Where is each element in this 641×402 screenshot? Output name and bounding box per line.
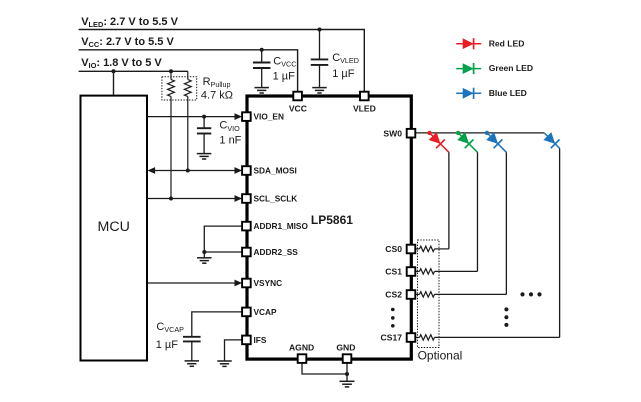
svg-text:1 µF: 1 µF xyxy=(332,68,355,80)
svg-text:Blue LED: Blue LED xyxy=(489,88,527,98)
svg-text:CS0: CS0 xyxy=(385,244,402,254)
svg-text:VSYNC: VSYNC xyxy=(254,278,283,288)
svg-text:SCL_SCLK: SCL_SCLK xyxy=(254,194,298,204)
svg-text:Green LED: Green LED xyxy=(489,63,533,73)
svg-text:VIO: 1.8 V to 5 V: VIO: 1.8 V to 5 V xyxy=(81,57,162,70)
svg-text:CS17: CS17 xyxy=(381,333,403,343)
svg-text:CS1: CS1 xyxy=(385,267,402,277)
svg-text:VCC: VCC xyxy=(289,104,307,114)
svg-text:VLED: VLED xyxy=(353,104,376,114)
svg-text:SDA_MOSI: SDA_MOSI xyxy=(254,166,297,176)
svg-text:CVLED: CVLED xyxy=(332,52,359,65)
svg-text:VIO_EN: VIO_EN xyxy=(254,112,284,122)
svg-text:1 nF: 1 nF xyxy=(219,135,241,147)
svg-text:AGND: AGND xyxy=(289,343,314,353)
svg-text:CVCAP: CVCAP xyxy=(156,321,184,334)
svg-text:CS2: CS2 xyxy=(385,290,402,300)
svg-text:IFS: IFS xyxy=(254,335,267,345)
svg-text:1 µF: 1 µF xyxy=(273,71,296,83)
svg-text:4.7 kΩ: 4.7 kΩ xyxy=(201,89,233,101)
svg-text:SW0: SW0 xyxy=(383,128,402,138)
svg-text:ADDR1_MISO: ADDR1_MISO xyxy=(254,221,309,231)
svg-text:VCC: 2.7 V to 5.5 V: VCC: 2.7 V to 5.5 V xyxy=(81,36,174,49)
svg-text:ADDR2_SS: ADDR2_SS xyxy=(254,247,299,257)
svg-text:VCAP: VCAP xyxy=(254,307,278,317)
svg-text:MCU: MCU xyxy=(98,219,130,235)
svg-text:LP5861: LP5861 xyxy=(311,213,353,227)
svg-text:CVCC: CVCC xyxy=(273,56,296,69)
svg-text:Red LED: Red LED xyxy=(489,38,525,48)
svg-text:Optional: Optional xyxy=(418,348,463,362)
svg-text:VLED: 2.7 V to 5.5 V: VLED: 2.7 V to 5.5 V xyxy=(81,16,178,29)
svg-text:GND: GND xyxy=(336,342,355,352)
svg-text:CVIO: CVIO xyxy=(219,120,240,133)
svg-text:1 µF: 1 µF xyxy=(156,339,179,351)
svg-text:RPullup: RPullup xyxy=(203,76,231,89)
